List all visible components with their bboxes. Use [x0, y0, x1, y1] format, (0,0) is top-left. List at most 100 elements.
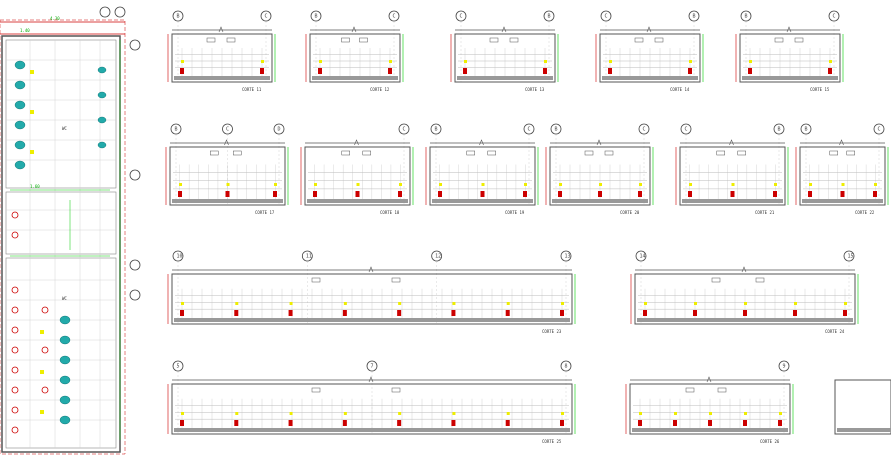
plan-sub-dimension: 1.40: [20, 28, 30, 33]
elevation-caption: CORTE 24: [825, 329, 845, 334]
grid-bubble-label: B: [805, 127, 808, 133]
grid-bubble-label: C: [643, 127, 646, 133]
grid-bubble: C: [523, 123, 535, 135]
grid-bubble-label: 9: [783, 364, 786, 370]
grid-bubble-label: B: [778, 127, 781, 133]
grid-bubble: C: [455, 10, 467, 22]
elevation-caption: CORTE 20: [620, 210, 640, 215]
grid-bubble-label: B: [435, 127, 438, 133]
grid-bubble: 13: [560, 250, 572, 262]
grid-bubble-label: C: [403, 127, 406, 133]
grid-bubble: C: [600, 10, 612, 22]
grid-bubble: B: [773, 123, 785, 135]
grid-bubble: B: [430, 123, 442, 135]
grid-bubble: C: [873, 123, 885, 135]
medium-elevation-2: C CORTE 18: [300, 123, 414, 215]
grid-bubble-label: C: [393, 14, 396, 20]
grid-bubble: D: [273, 123, 285, 135]
grid-bubble-label: B: [177, 14, 180, 20]
grid-bubble: B: [543, 10, 555, 22]
elevation-caption: CORTE 22: [855, 210, 875, 215]
grid-bubble-label: 13: [565, 254, 571, 260]
elevation-caption: CORTE 18: [380, 210, 400, 215]
small-elevation-1: B C CORTE 11: [167, 10, 276, 92]
grid-bubble: 14: [635, 250, 647, 262]
elevation-caption: CORTE 19: [505, 210, 525, 215]
plan-mid-dimension: 1.60: [30, 184, 40, 189]
grid-bubble: 11: [301, 250, 313, 262]
grid-bubble-label: D: [278, 127, 281, 133]
grid-bubble: B: [800, 123, 812, 135]
grid-bubble-label: 12: [435, 254, 441, 260]
grid-bubble-label: C: [605, 14, 608, 20]
elevation-caption: CORTE 21: [755, 210, 775, 215]
grid-bubble-label: C: [226, 127, 229, 133]
grid-bubble: 5: [172, 360, 184, 372]
small-elevation-3: C B CORTE 13: [450, 10, 559, 92]
grid-bubble: C: [222, 123, 233, 135]
grid-bubble-label: B: [548, 14, 551, 20]
elevation-caption: CORTE 25: [542, 439, 562, 444]
grid-bubble: B: [170, 123, 182, 135]
grid-bubble-label: 8: [565, 364, 568, 370]
grid-bubble: 10: [172, 250, 184, 262]
grid-bubble-label: C: [460, 14, 463, 20]
grid-bubble: 8: [560, 360, 572, 372]
grid-bubble: C: [638, 123, 650, 135]
plan-top-dimension: 4.30: [50, 16, 60, 21]
medium-elevation-5: C B CORTE 21: [675, 123, 789, 215]
elevation-caption: CORTE 17: [255, 210, 275, 215]
grid-bubble: C: [680, 123, 692, 135]
grid-bubble: 12: [431, 250, 443, 262]
grid-bubble: 15: [843, 250, 855, 262]
grid-bubble: C: [260, 10, 272, 22]
grid-bubble-label: B: [745, 14, 748, 20]
grid-bubble-label: C: [878, 127, 881, 133]
grid-bubble: C: [388, 10, 400, 22]
elevation-caption: CORTE 26: [760, 439, 780, 444]
medium-elevation-4: B C CORTE 20: [545, 123, 654, 215]
medium-elevation-3: B C CORTE 19: [425, 123, 539, 215]
grid-bubble: B: [550, 123, 562, 135]
grid-bubble-label: 10: [177, 254, 183, 260]
small-elevation-5: B C CORTE 15: [735, 10, 844, 92]
floor-plan: 4.30 1.40: [0, 6, 141, 455]
grid-bubble-label: 15: [848, 254, 854, 260]
elevation-caption: CORTE 11: [242, 87, 262, 92]
grid-bubble-label: C: [265, 14, 268, 20]
medium-elevation-1: B C D CORTE 17: [165, 123, 289, 215]
elevation-caption: CORTE 12: [370, 87, 390, 92]
grid-bubble-label: B: [555, 127, 558, 133]
room-mark-b: WC: [62, 296, 67, 301]
grid-bubble-label: C: [685, 127, 688, 133]
partial-elevation: [834, 379, 891, 435]
grid-bubble: 9: [778, 360, 790, 372]
grid-bubble-label: C: [528, 127, 531, 133]
grid-bubble: B: [688, 10, 700, 22]
grid-bubble-label: B: [175, 127, 178, 133]
grid-bubble-label: C: [833, 14, 836, 20]
elevation-caption: CORTE 23: [542, 329, 562, 334]
grid-bubble-label: 5: [177, 364, 180, 370]
medium-elevation-6: B C CORTE 22: [795, 123, 889, 215]
grid-bubble: B: [310, 10, 322, 22]
grid-bubble-label: 11: [306, 254, 312, 260]
elevation-caption: CORTE 14: [670, 87, 690, 92]
grid-bubble-label: B: [315, 14, 318, 20]
grid-bubble-label: 7: [371, 364, 374, 370]
grid-bubble: B: [172, 10, 184, 22]
grid-bubble: C: [828, 10, 840, 22]
grid-bubble: 7: [366, 360, 378, 372]
room-mark-a: WC: [62, 126, 67, 131]
elevation-caption: CORTE 15: [810, 87, 830, 92]
grid-bubble: B: [740, 10, 752, 22]
small-elevation-4: C B CORTE 14: [595, 10, 704, 92]
elevation-caption: CORTE 13: [525, 87, 545, 92]
grid-bubble-label: 14: [640, 254, 646, 260]
grid-bubble-label: B: [693, 14, 696, 20]
